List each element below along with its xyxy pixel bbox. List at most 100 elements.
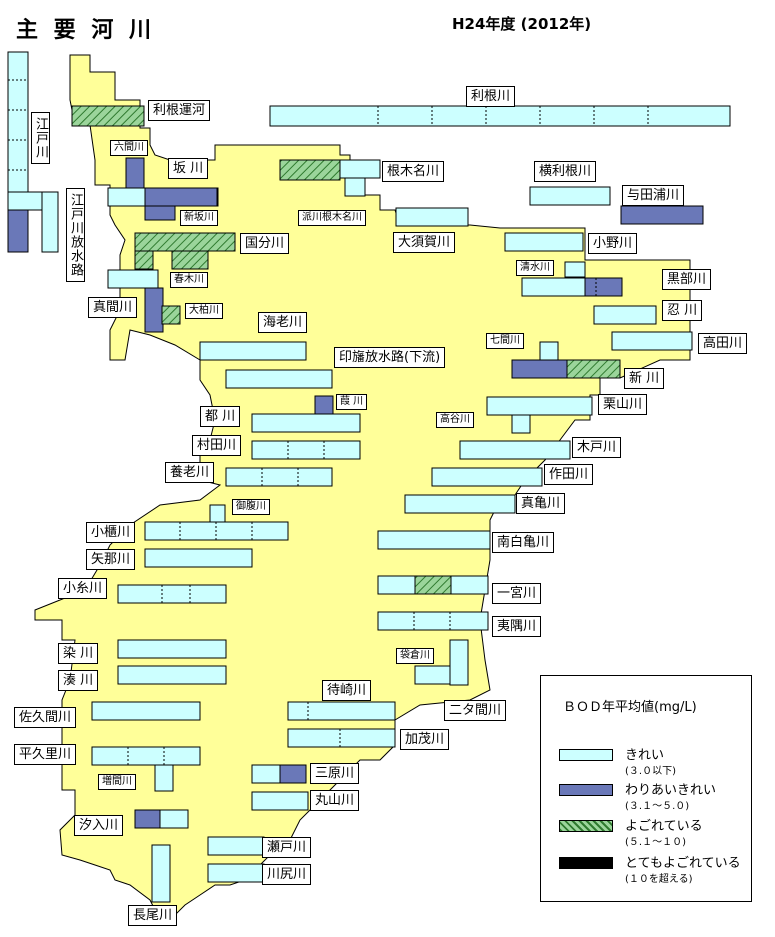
label-koito: 小糸川 [58,578,108,599]
label-shinsaka: 新坂川 [180,210,218,226]
label-kokubun: 国分川 [240,233,290,254]
river-yokotone [529,186,611,206]
label-minamishirakame: 南白亀川 [492,532,555,553]
river-rokkenn [125,157,145,189]
label-kido: 木戸川 [572,437,622,458]
label-tone-unga: 利根運河 [148,100,211,121]
label-isumi: 夷隅川 [492,616,542,637]
label-murata: 村田川 [192,435,242,456]
river-miyako [251,413,361,433]
label-sakuda: 作田川 [544,464,594,485]
river-murata [251,440,361,460]
river-machi [287,701,396,721]
river-mihara [251,764,281,784]
legend-swatch-fair [559,784,613,796]
legend-label-fair: わりあいきれい [625,783,717,798]
page-subtitle: H24年度 (2012年) [452,15,592,33]
label-hakawa-nekina: 派川根木名川 [298,210,366,226]
river-isumi [377,611,489,631]
label-takaya: 高谷川 [436,412,474,428]
river-nagao [151,844,171,903]
label-ongyo: 御腹川 [232,499,270,515]
label-edo: 江戸川 [31,112,50,164]
segment-ticks [8,79,649,765]
river-oshi [593,305,657,325]
label-yoro: 養老川 [165,462,215,483]
label-mihara: 三原川 [310,763,360,784]
river-shimizu [564,261,586,278]
river-nekina [339,159,381,179]
river-sakuda [431,467,543,487]
label-shioiri: 汐入川 [74,815,124,836]
label-shin: 新 川 [624,368,665,389]
label-fukuro: 袋倉川 [396,648,434,664]
label-maruyama: 丸山川 [310,790,360,811]
river-kido [459,440,571,460]
river-maruyama [251,791,309,811]
river-somme [117,639,227,659]
label-shimizu: 清水川 [516,260,554,276]
river-inba [225,369,333,389]
label-kuriyama: 栗山川 [598,394,648,415]
label-seto: 瀬戸川 [262,837,312,858]
label-takata: 高田川 [698,333,748,354]
river-ono [504,232,584,252]
legend-swatch-clean [559,749,613,761]
river-osuka [395,207,469,227]
river-shin [566,359,621,379]
rivers-fair [7,157,704,829]
label-yana: 矢那川 [86,549,136,570]
rivers-polluted [71,105,621,595]
label-masuma: 増間川 [98,774,136,790]
label-minato: 湊 川 [58,670,99,691]
label-ichinomiya: 一宮川 [492,583,542,604]
river-minamishirakame [377,530,491,550]
label-edo-hosui: 江戸川放水路 [66,188,85,282]
river-kamo [287,728,396,748]
label-sakuma: 佐久間川 [14,707,77,728]
label-mama: 真間川 [88,297,138,318]
label-kawajiri: 川尻川 [262,864,312,885]
river-takata [611,331,693,351]
river-kokubun [134,232,236,252]
river-shinsaka [144,187,218,207]
legend-range-polluted: (５.１～１０) [625,837,686,848]
legend-title: ＢＯＤ年平均値(mg/L) [563,700,697,715]
river-tone-unga [71,105,145,127]
river-koito [117,584,227,604]
label-osuka: 大須賀川 [393,232,456,253]
legend-swatch-polluted [559,820,613,832]
river-seto [207,836,265,856]
label-yota: 与田浦川 [622,185,685,206]
river-nanama [539,341,559,361]
river-magame [404,494,516,514]
label-nanama: 七間川 [486,333,524,349]
label-saka: 坂 川 [168,158,209,179]
river-haru [171,250,209,270]
river-yana [144,548,253,568]
label-okashiwa: 大柏川 [185,303,223,319]
river-sakuma [91,701,201,721]
label-obitsu: 小櫃川 [86,522,136,543]
label-heguri: 平久里川 [14,744,77,765]
label-machi: 待崎川 [322,680,372,701]
river-okashiwa [161,305,181,325]
river-fukuro [449,639,469,686]
label-ebi: 海老川 [258,312,308,333]
page-title: 主 要 河 川 [16,18,155,43]
label-nitama: 二タ間川 [444,700,507,721]
river-ebi [199,341,307,361]
label-rokkenn: 六間川 [110,140,148,156]
river-kuriyama [486,396,593,416]
legend-range-very-polluted: (１０を超える) [625,874,693,885]
river-kawajiri [207,863,265,883]
label-yokotone: 横利根川 [534,161,597,182]
label-ono: 小野川 [588,233,638,254]
label-tone: 利根川 [466,86,516,107]
legend-label-very-polluted: とてもよごれている [625,856,741,871]
label-somme: 染 川 [58,643,99,664]
label-nagao: 長尾川 [128,905,178,926]
river-minato [117,665,227,685]
legend-range-clean: (３.０以下) [625,766,676,777]
river-heguri [91,746,201,766]
